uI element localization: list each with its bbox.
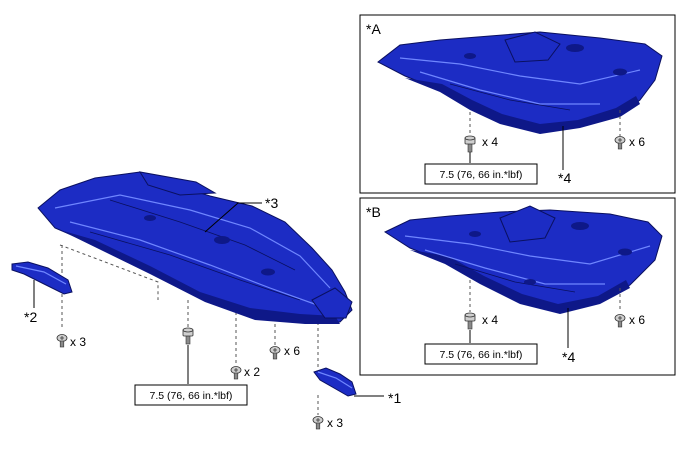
panel-b-label-part4: *4: [562, 349, 575, 365]
panel-b: *B x 4 x 6 *4 7.5 (76, 66 in.*lbf): [359, 197, 676, 376]
engine-under-cover-no1: [37, 171, 353, 324]
panel-b-title: *B: [366, 204, 381, 220]
torque-value: 7.5 (76, 66 in.*lbf): [150, 390, 233, 402]
panel-a-torque-value: 7.5 (76, 66 in.*lbf): [440, 169, 523, 181]
under-cover-a: [377, 31, 663, 134]
bolt-icon: [464, 312, 476, 330]
screw-icon: [614, 136, 626, 150]
screw-icon: [230, 366, 242, 380]
torque-box-main: 7.5 (76, 66 in.*lbf): [134, 384, 248, 406]
panel-a-torque-box: 7.5 (76, 66 in.*lbf): [424, 163, 538, 185]
bolt-icon: [182, 327, 194, 345]
bolt-icon: [464, 135, 476, 153]
panel-b-torque-box: 7.5 (76, 66 in.*lbf): [424, 343, 538, 365]
panel-b-torque-value: 7.5 (76, 66 in.*lbf): [440, 349, 523, 361]
leader-part3: [204, 202, 262, 233]
screw-icon: [614, 314, 626, 328]
label-part1: *1: [388, 390, 401, 406]
part-1-bracket: [313, 367, 357, 397]
panel-b-qty-rear: x 6: [629, 313, 645, 327]
qty-rear-bolts: x 6: [284, 344, 300, 358]
mount-guide-left: [59, 244, 159, 330]
panel-a-qty-rear: x 6: [629, 135, 645, 149]
under-cover-b: [383, 205, 663, 314]
panel-a-qty-front: x 4: [482, 135, 498, 149]
label-part3: *3: [265, 195, 278, 211]
screw-icon: [269, 346, 281, 360]
panel-a-label-part4: *4: [558, 170, 571, 186]
qty-part1-bolts: x 3: [327, 416, 343, 430]
panel-a-title: *A: [366, 21, 381, 37]
panel-a: *A x 4 x 6 *4 7.5 (76, 66 in.*lbf): [359, 14, 676, 194]
screw-icon: [312, 416, 324, 430]
qty-left-bolts: x 3: [70, 335, 86, 349]
main-diagram: *3 *2 *1 x 3 x 2 x 6 x 3 7.5 (76, 66 in.…: [11, 171, 401, 430]
panel-b-qty-front: x 4: [482, 313, 498, 327]
qty-center-bolts: x 2: [244, 365, 260, 379]
screw-icon: [56, 334, 68, 348]
part-2-bracket: [11, 261, 73, 295]
label-part2: *2: [24, 309, 37, 325]
